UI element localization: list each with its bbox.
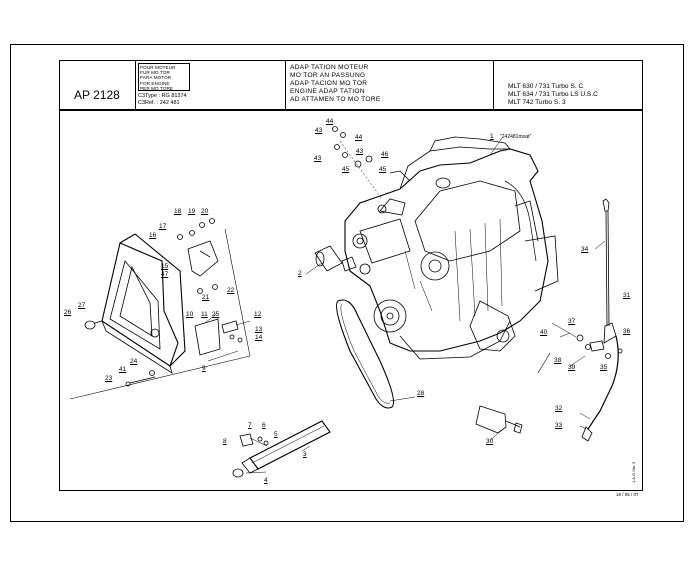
bottom-left-fasteners	[125, 370, 156, 387]
callout-label: 8	[223, 438, 227, 445]
clip-parts	[239, 433, 269, 447]
callout-label: 31	[623, 292, 631, 299]
callout-label: 45	[342, 166, 350, 173]
callout-label: 4	[264, 477, 268, 484]
for-engine-line: FUR MO TOR	[140, 70, 170, 76]
callout-label: 20	[201, 208, 209, 215]
drain-fitting	[581, 426, 593, 442]
callout-label: 44	[326, 118, 334, 125]
models-cell: MLT 630 / 731 Turbo S. C MLT 634 / 731 T…	[494, 61, 642, 109]
callout-label: 17	[159, 223, 167, 230]
callout-label: 35	[600, 364, 608, 371]
engine-part-ref: C3Ref. : 242 481	[138, 100, 180, 106]
callout-label: 9	[202, 365, 206, 372]
engine-reference-note: "242481moat"	[500, 134, 532, 140]
callout-label: 39	[568, 364, 576, 371]
callout-label: 7	[248, 422, 252, 429]
callout-label: 12	[254, 311, 262, 318]
callout-label: 40	[540, 329, 548, 336]
callout-label: 43	[314, 155, 322, 162]
callout-label: 18	[174, 208, 182, 215]
exploded-view-drawing	[69, 126, 623, 478]
lower-bracket	[194, 318, 251, 356]
drain-hose	[587, 335, 619, 430]
callout-label: 22	[227, 287, 235, 294]
dipstick	[602, 198, 617, 344]
right-clamps	[537, 334, 623, 374]
callout-label: 45	[379, 166, 387, 173]
for-engine-line: PER MO TORE	[140, 85, 174, 91]
for-engine-box: POUR MOTEUR FUR MO TOR PARA MOTOR FOR EN…	[138, 63, 190, 91]
sensor-part	[475, 405, 523, 434]
callout-label: 13	[255, 326, 263, 333]
water-pipe	[314, 245, 371, 275]
page-code: AP 2128	[74, 88, 120, 102]
page-code-cell: AP 2128	[60, 61, 136, 109]
callout-label: 30	[486, 438, 494, 445]
callout-label: 34	[581, 246, 589, 253]
model-line: MLT 634 / 731 Turbo LS U.S.C	[508, 91, 598, 98]
callout-label: 38	[554, 357, 562, 364]
title-block: AP 2128 POUR MOTEUR FUR MO TOR PARA MOTO…	[59, 60, 643, 110]
engine-assembly	[344, 136, 559, 360]
exploded-view: 1 "242481moat" 2 3 4 5 6 7 8 9 10 11 12 …	[59, 110, 643, 491]
callout-label: 46	[381, 151, 389, 158]
model-line: MLT 742 Turbo S. 3	[508, 99, 566, 106]
leader-lines	[204, 137, 606, 474]
callout-label: 27	[78, 302, 86, 309]
side-code: 1.A.O Ma. 5	[631, 461, 636, 483]
callout-label: 43	[356, 148, 364, 155]
callout-label: 32	[555, 405, 563, 412]
title-line: ADAP TATION MOTEUR	[290, 64, 369, 71]
title-line: AD ATTAMEN TO MO TORE	[290, 96, 381, 103]
title-line: ADAP TACION MO TOR	[290, 80, 368, 87]
callout-label: 33	[555, 422, 563, 429]
bracket-assembly	[177, 218, 219, 294]
date-stamp: 16 / 05 / 07	[616, 492, 639, 497]
callout-label: 15	[161, 263, 169, 270]
callout-label: 36	[623, 328, 631, 335]
drive-belt	[335, 299, 395, 409]
callout-label: 10	[186, 311, 194, 318]
rubber-mount	[84, 320, 103, 330]
for-engine-line: POUR MOTEUR	[140, 65, 176, 70]
callout-label: 2	[298, 270, 302, 277]
callout-label: 6	[262, 422, 266, 429]
callout-label: 43	[315, 127, 323, 134]
callout-label: 37	[568, 318, 576, 325]
callout-label: 19	[188, 208, 196, 215]
title-cell: ADAP TATION MOTEUR MO TOR AN PASSUNG ADA…	[286, 61, 494, 109]
engine-ref-cell: POUR MOTEUR FUR MO TOR PARA MOTOR FOR EN…	[136, 61, 286, 109]
callout-label: 28	[417, 390, 425, 397]
callout-label: 21	[202, 294, 210, 301]
callout-label: 25	[212, 311, 220, 318]
model-line: MLT 630 / 731 Turbo S. C	[508, 83, 584, 90]
callout-label: 41	[119, 366, 127, 373]
air-duct	[232, 420, 331, 478]
callout-label: 3	[303, 451, 307, 458]
callout-label: 11	[201, 311, 208, 318]
pipe-line	[504, 180, 537, 262]
engine-type-ref: C3Type : RG 81374	[138, 93, 187, 99]
callout-label: 1	[490, 133, 494, 140]
callout-label: 26	[64, 309, 72, 316]
title-line: MO TOR AN PASSUNG	[290, 72, 366, 79]
callout-label: 24	[130, 358, 138, 365]
callout-label: 16	[149, 232, 157, 239]
title-line: ENGINE ADAP TATION	[290, 88, 365, 95]
top-fasteners	[332, 126, 383, 200]
callout-label: 5	[274, 431, 278, 438]
drawing-sheet-frame	[10, 44, 684, 522]
callout-label: 14	[255, 334, 263, 341]
callout-label: 47	[161, 271, 169, 278]
for-engine-line: PARA MOTOR	[140, 75, 172, 81]
fan-guard	[69, 228, 251, 400]
for-engine-line: FOR ENGINE	[140, 80, 170, 86]
callout-label: 23	[105, 375, 113, 382]
callout-label: 44	[355, 134, 363, 141]
